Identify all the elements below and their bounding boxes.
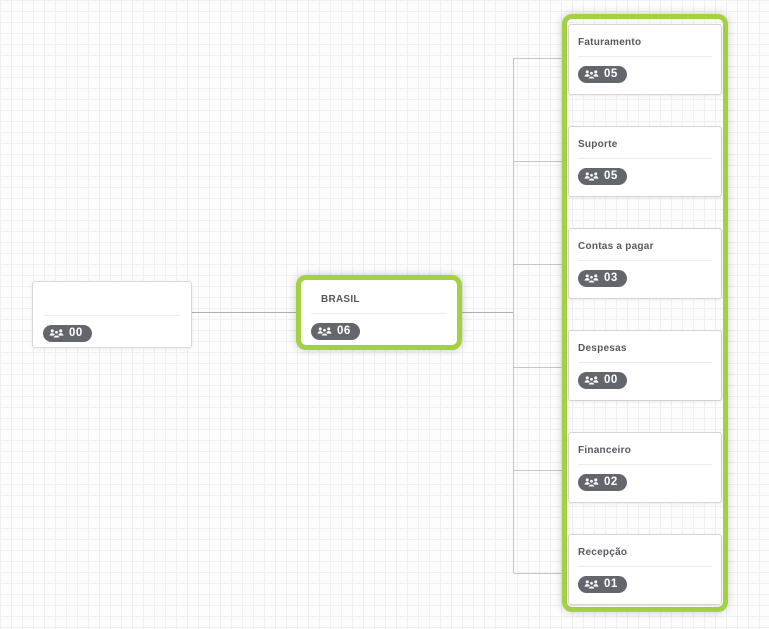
node-title: Contas a pagar — [578, 241, 654, 252]
member-count-badge[interactable]: 00 — [578, 372, 627, 389]
node-title — [43, 296, 181, 307]
node-divider — [578, 362, 712, 363]
node-divider — [578, 464, 712, 465]
org-node-financeiro[interactable]: Financeiro 02 — [568, 432, 722, 503]
org-node-contas-a-pagar[interactable]: Contas a pagar 03 — [568, 228, 722, 299]
member-count-badge[interactable]: 05 — [578, 168, 627, 185]
org-node-faturamento[interactable]: Faturamento 05 — [568, 24, 722, 95]
member-count-badge[interactable]: 05 — [578, 66, 627, 83]
node-title: Faturamento — [578, 37, 642, 48]
member-count-badge[interactable]: 00 — [43, 325, 92, 342]
org-node-despesas[interactable]: Despesas 00 — [568, 330, 722, 401]
org-node-suporte[interactable]: Suporte 05 — [568, 126, 722, 197]
users-group-icon — [317, 326, 332, 337]
users-group-icon — [584, 579, 599, 590]
children-group-highlight: Faturamento 05 Suporte 05 Contas a pagar… — [562, 14, 728, 612]
member-count: 03 — [604, 272, 618, 284]
node-title: Financeiro — [578, 445, 632, 456]
connector-branch-3 — [514, 264, 562, 265]
node-divider — [578, 260, 712, 261]
member-count: 02 — [604, 476, 618, 488]
connector-branch-4 — [514, 367, 562, 368]
node-title: Suporte — [578, 139, 618, 150]
connector-parent-to-trunk — [462, 312, 513, 313]
users-group-icon — [584, 69, 599, 80]
member-count-badge[interactable]: 06 — [311, 323, 360, 340]
connector-root-to-parent — [192, 312, 296, 313]
node-divider — [43, 315, 181, 316]
member-count: 01 — [604, 578, 618, 590]
users-group-icon — [584, 171, 599, 182]
connector-branch-1 — [514, 58, 562, 59]
connector-branch-2 — [514, 161, 562, 162]
users-group-icon — [584, 375, 599, 386]
users-group-icon — [584, 477, 599, 488]
member-count: 00 — [604, 374, 618, 386]
member-count-badge[interactable]: 03 — [578, 270, 627, 287]
org-node-brasil[interactable]: BRASIL 06 — [296, 275, 462, 350]
node-title: BRASIL — [321, 294, 360, 305]
member-count-badge[interactable]: 02 — [578, 474, 627, 491]
member-count-badge[interactable]: 01 — [578, 576, 627, 593]
member-count: 05 — [604, 68, 618, 80]
member-count: 05 — [604, 170, 618, 182]
member-count: 06 — [337, 325, 351, 337]
node-divider — [578, 56, 712, 57]
connector-branch-5 — [514, 470, 562, 471]
users-group-icon — [49, 328, 64, 339]
org-node-recepcao[interactable]: Recepção 01 — [568, 534, 722, 605]
org-node-root[interactable]: 00 — [32, 281, 192, 348]
node-divider — [578, 566, 712, 567]
node-divider — [311, 313, 447, 314]
users-group-icon — [584, 273, 599, 284]
connector-branch-6 — [514, 573, 562, 574]
member-count: 00 — [69, 327, 83, 339]
node-title: Recepção — [578, 547, 628, 558]
node-divider — [578, 158, 712, 159]
node-title: Despesas — [578, 343, 627, 354]
connector-trunk — [513, 58, 514, 573]
